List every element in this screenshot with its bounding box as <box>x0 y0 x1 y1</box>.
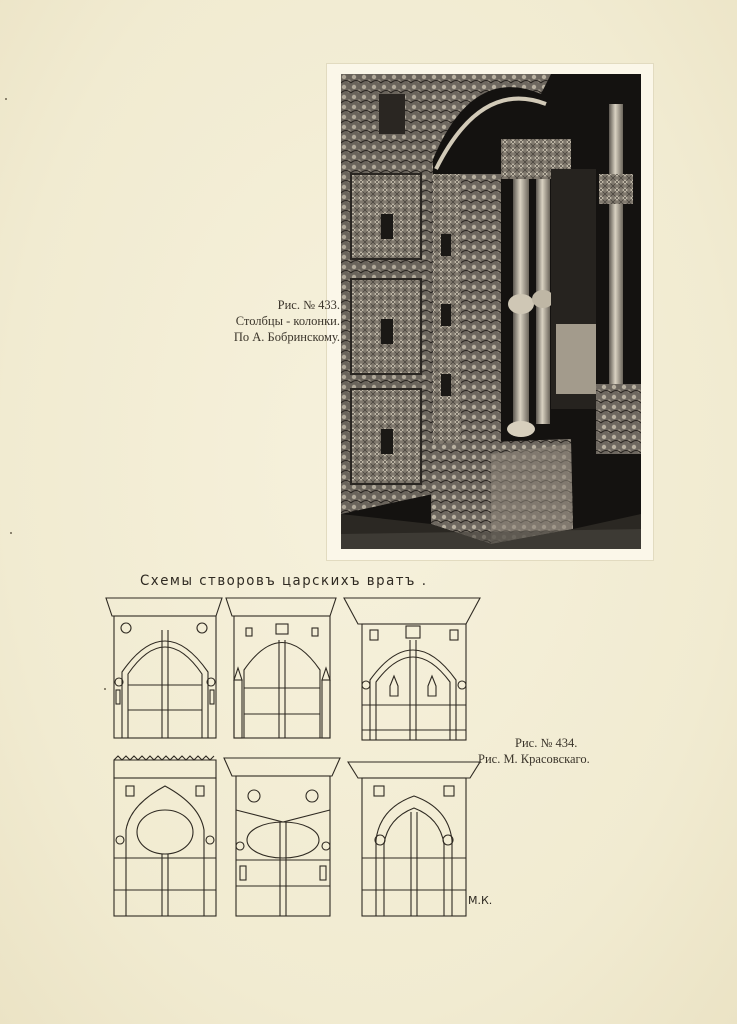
door-scheme-1 <box>105 597 223 739</box>
figure-433-caption: Рис. № 433. Столбцы - колонки. По А. Боб… <box>190 297 340 345</box>
paper-speck <box>104 688 106 690</box>
schemes-title: Схемы створовъ царскихъ вратъ . <box>140 573 428 589</box>
figure-434-number: Рис. № 434. <box>515 736 578 750</box>
figure-433-number: Рис. № 433. <box>277 298 340 312</box>
door-scheme-2 <box>225 597 337 739</box>
door-scheme-6 <box>347 761 481 917</box>
figure-434-source: Рис. М. Красовскаго. <box>478 752 590 766</box>
photo-illustration <box>341 74 641 549</box>
paper-speck <box>5 98 7 100</box>
figure-434-caption: Рис. № 434. Рис. М. Красовскаго. <box>478 735 618 767</box>
figure-433-title: Столбцы - колонки. <box>235 314 340 328</box>
artist-signature: М.К. <box>468 894 493 907</box>
door-scheme-3 <box>343 597 481 741</box>
door-scheme-5 <box>223 757 341 917</box>
royal-doors-drawings <box>105 597 481 917</box>
photograph-columns <box>341 74 641 549</box>
door-scheme-4 <box>113 755 217 917</box>
paper-speck <box>10 532 12 534</box>
figure-433-source: По А. Бобринскому. <box>233 330 340 344</box>
